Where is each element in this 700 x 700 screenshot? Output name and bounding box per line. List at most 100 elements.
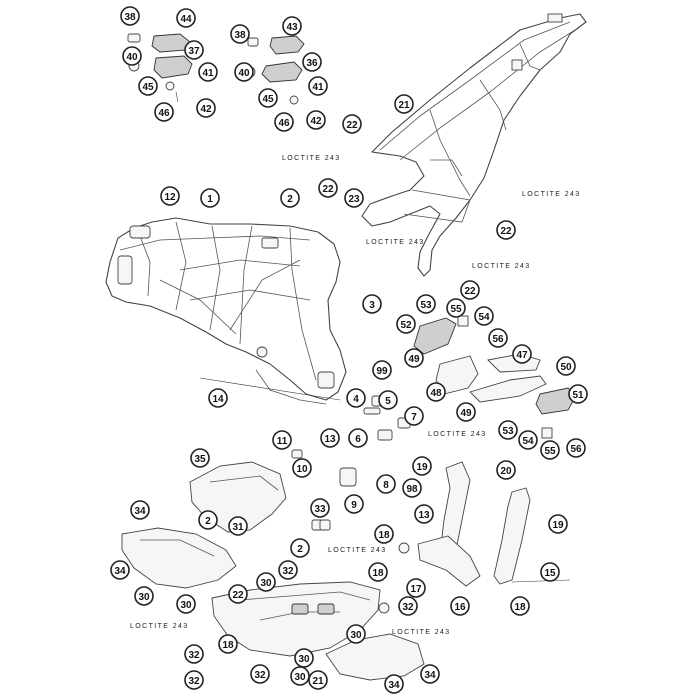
callout-15: 15 — [540, 562, 560, 582]
callout-34: 32 — [398, 596, 418, 616]
svg-text:44: 44 — [180, 14, 192, 25]
callout-44: 41 — [308, 76, 328, 96]
callout-7: 7 — [404, 406, 424, 426]
footpeg-left-drawing — [127, 33, 193, 103]
svg-text:53: 53 — [420, 300, 432, 311]
svg-text:54: 54 — [522, 436, 534, 447]
svg-text:99: 99 — [376, 366, 388, 377]
svg-text:43: 43 — [286, 22, 298, 33]
rear-subframe-drawing — [361, 13, 587, 277]
svg-text:48: 48 — [430, 388, 442, 399]
callout-52: 49 — [456, 402, 476, 422]
callout-99: 99 — [372, 360, 392, 380]
callout-23: 23 — [344, 188, 364, 208]
svg-text:13: 13 — [418, 510, 430, 521]
callout-2: 2 — [198, 510, 218, 530]
callout-21: 21 — [394, 94, 414, 114]
callout-35: 30 — [176, 594, 196, 614]
svg-text:47: 47 — [516, 350, 528, 361]
callout-45: 42 — [306, 110, 326, 130]
callout-18: 18 — [510, 596, 530, 616]
callout-2: 2 — [280, 188, 300, 208]
callout-30: 22 — [228, 584, 248, 604]
svg-text:51: 51 — [572, 390, 584, 401]
svg-text:32: 32 — [188, 676, 200, 687]
callout-17: 17 — [406, 578, 426, 598]
callout-9: 9 — [344, 494, 364, 514]
callout-35: 30 — [346, 624, 366, 644]
callout-40: 36 — [302, 52, 322, 72]
svg-text:18: 18 — [222, 640, 234, 651]
callout-33: 31 — [228, 516, 248, 536]
callout-22: 22 — [342, 114, 362, 134]
skid-plate-lower-drawing — [325, 633, 425, 681]
callout-49: 46 — [154, 102, 174, 122]
callout-22: 22 — [460, 280, 480, 300]
callout-58: 55 — [446, 298, 466, 318]
callout-51: 48 — [426, 382, 446, 402]
svg-text:15: 15 — [544, 568, 556, 579]
svg-text:30: 30 — [298, 654, 310, 665]
svg-text:45: 45 — [262, 94, 274, 105]
callout-13: 13 — [320, 428, 340, 448]
loctite-note: LOCTITE 243 — [428, 431, 487, 438]
callout-36: 34 — [384, 674, 404, 694]
callout-34: 32 — [184, 644, 204, 664]
callout-42: 38 — [120, 6, 140, 26]
callout-18: 18 — [368, 562, 388, 582]
callout-58: 55 — [540, 440, 560, 460]
svg-text:2: 2 — [205, 516, 211, 527]
svg-text:21: 21 — [312, 676, 324, 687]
callout-19: 19 — [548, 514, 568, 534]
callout-38: 35 — [190, 448, 210, 468]
svg-text:22: 22 — [322, 184, 334, 195]
loctite-note: LOCTITE 243 — [282, 155, 341, 162]
svg-text:4: 4 — [353, 394, 359, 405]
callout-43: 40 — [234, 62, 254, 82]
loctite-note: LOCTITE 243 — [522, 191, 581, 198]
callout-59: 56 — [488, 328, 508, 348]
svg-text:40: 40 — [126, 52, 138, 63]
svg-text:13: 13 — [324, 434, 336, 445]
callout-14: 14 — [208, 388, 228, 408]
loctite-note: LOCTITE 243 — [392, 629, 451, 636]
callout-47: 44 — [176, 8, 196, 28]
callout-50: 47 — [512, 344, 532, 364]
svg-text:49: 49 — [408, 354, 420, 365]
svg-text:32: 32 — [402, 602, 414, 613]
svg-text:56: 56 — [570, 444, 582, 455]
callout-13: 13 — [414, 504, 434, 524]
svg-text:42: 42 — [200, 104, 212, 115]
skid-plate-drawing — [211, 581, 381, 657]
svg-text:22: 22 — [232, 590, 244, 601]
svg-text:2: 2 — [287, 194, 293, 205]
callout-57: 54 — [518, 430, 538, 450]
svg-text:37: 37 — [188, 46, 200, 57]
callout-6: 6 — [348, 428, 368, 448]
callout-34: 32 — [184, 670, 204, 690]
callout-35: 30 — [290, 666, 310, 686]
svg-text:46: 46 — [158, 108, 170, 119]
svg-text:21: 21 — [398, 100, 410, 111]
svg-text:32: 32 — [282, 566, 294, 577]
callout-8: 8 — [376, 474, 396, 494]
loctite-notes: LOCTITE 243 LOCTITE 243 LOCTITE 243 LOCT… — [130, 155, 581, 636]
svg-text:3: 3 — [369, 300, 375, 311]
svg-text:55: 55 — [450, 304, 462, 315]
svg-text:1: 1 — [207, 194, 213, 205]
svg-text:23: 23 — [348, 194, 360, 205]
callout-16: 16 — [450, 596, 470, 616]
callout-22: 22 — [318, 178, 338, 198]
svg-text:9: 9 — [351, 500, 357, 511]
callout-37: 33 — [310, 498, 330, 518]
callout-5: 5 — [378, 390, 398, 410]
callout-45: 42 — [196, 98, 216, 118]
callout-43: 40 — [122, 46, 142, 66]
svg-text:38: 38 — [234, 30, 246, 41]
callout-31: 21 — [308, 670, 328, 690]
main-frame-drawing — [105, 217, 347, 405]
svg-text:12: 12 — [164, 192, 176, 203]
svg-text:30: 30 — [260, 578, 272, 589]
svg-text:19: 19 — [416, 462, 428, 473]
svg-text:41: 41 — [202, 68, 214, 79]
